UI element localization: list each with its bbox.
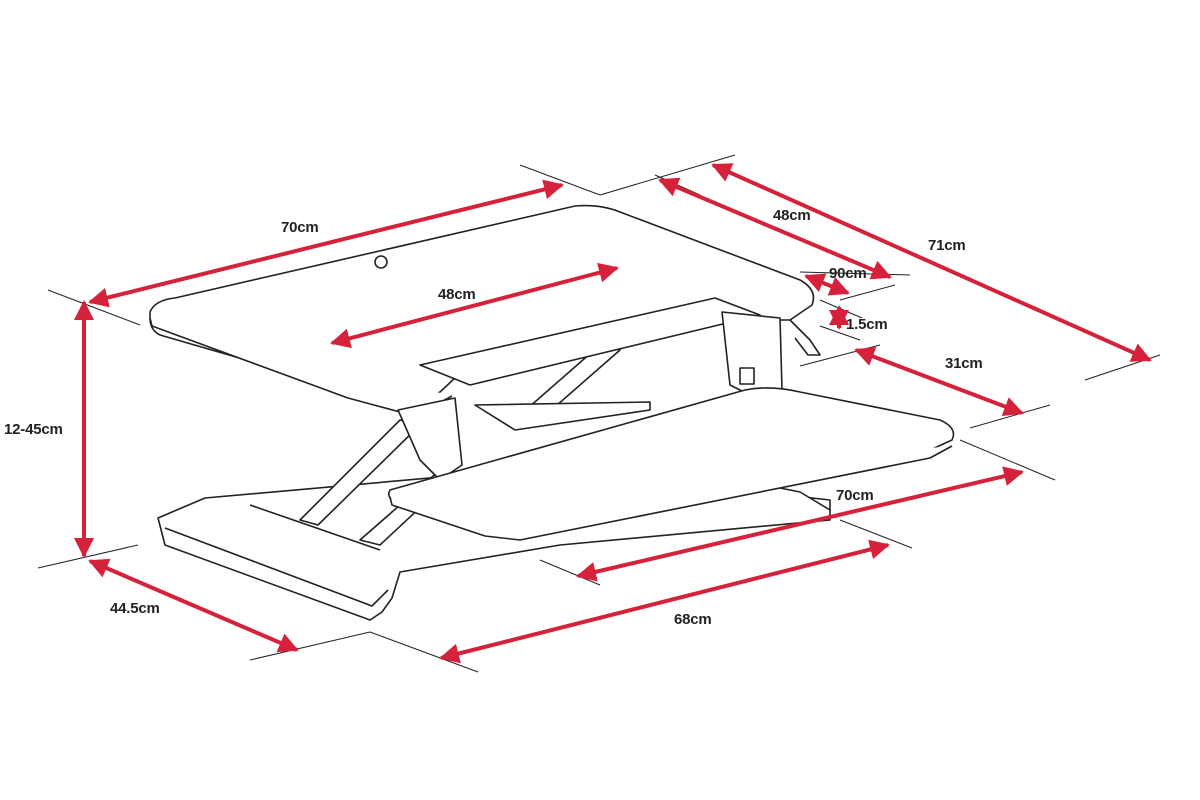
label-overall-depth: 71cm <box>928 237 966 254</box>
label-thickness: 1.5cm <box>846 316 888 333</box>
label-base-width: 68cm <box>674 611 712 628</box>
arrow-keyboard-depth <box>854 347 1024 416</box>
arrow-base-depth <box>88 558 299 653</box>
label-clearance: 90cm <box>829 265 867 282</box>
arrow-base-width <box>439 539 890 664</box>
label-top-depth: 48cm <box>773 207 811 224</box>
arrow-inner-width <box>330 262 619 349</box>
arrow-clearance <box>804 273 850 296</box>
label-keyboard-width: 70cm <box>836 487 874 504</box>
label-inner-width: 48cm <box>438 286 476 303</box>
label-base-depth: 44.5cm <box>110 600 160 617</box>
label-keyboard-depth: 31cm <box>945 355 983 372</box>
arrow-overall-depth <box>711 163 1152 362</box>
label-top-width: 70cm <box>281 219 319 236</box>
label-height-range: 12-45cm <box>4 421 63 438</box>
dimension-arrows <box>74 163 1152 664</box>
arrow-top-width <box>88 179 564 308</box>
